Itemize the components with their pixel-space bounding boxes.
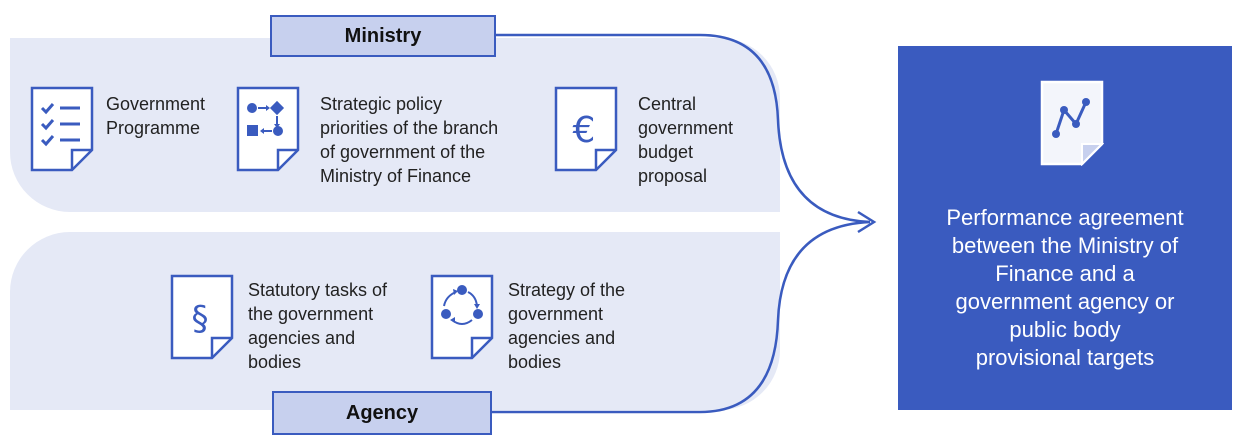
- svg-text:§: §: [192, 299, 209, 339]
- ministry-tag: Ministry: [270, 15, 496, 57]
- connector-arrow: [488, 33, 877, 414]
- checklist-document-icon: [30, 86, 94, 172]
- agency-tag: Agency: [272, 391, 492, 435]
- line-chart-document-icon: [1040, 80, 1104, 166]
- statutory-tasks-label: Statutory tasks of the government agenci…: [248, 280, 388, 372]
- ministry-panel: [10, 38, 780, 212]
- euro-document-icon: €: [554, 86, 618, 172]
- agency-panel: [10, 232, 780, 410]
- flowchart-document-icon: [236, 86, 300, 172]
- svg-text:€: €: [573, 110, 596, 151]
- strategic-policy-label: Strategic policy priorities of the branc…: [320, 94, 499, 186]
- cycle-document-icon: [430, 274, 494, 360]
- section-sign-document-icon: §: [170, 274, 234, 360]
- performance-agreement-text: Performance agreement between the Minist…: [946, 205, 1184, 370]
- budget-proposal-label: Central government budget proposal: [638, 94, 734, 186]
- government-programme-label: Government Programme: [106, 94, 206, 138]
- strategy-label: Strategy of the government agencies and …: [508, 280, 626, 372]
